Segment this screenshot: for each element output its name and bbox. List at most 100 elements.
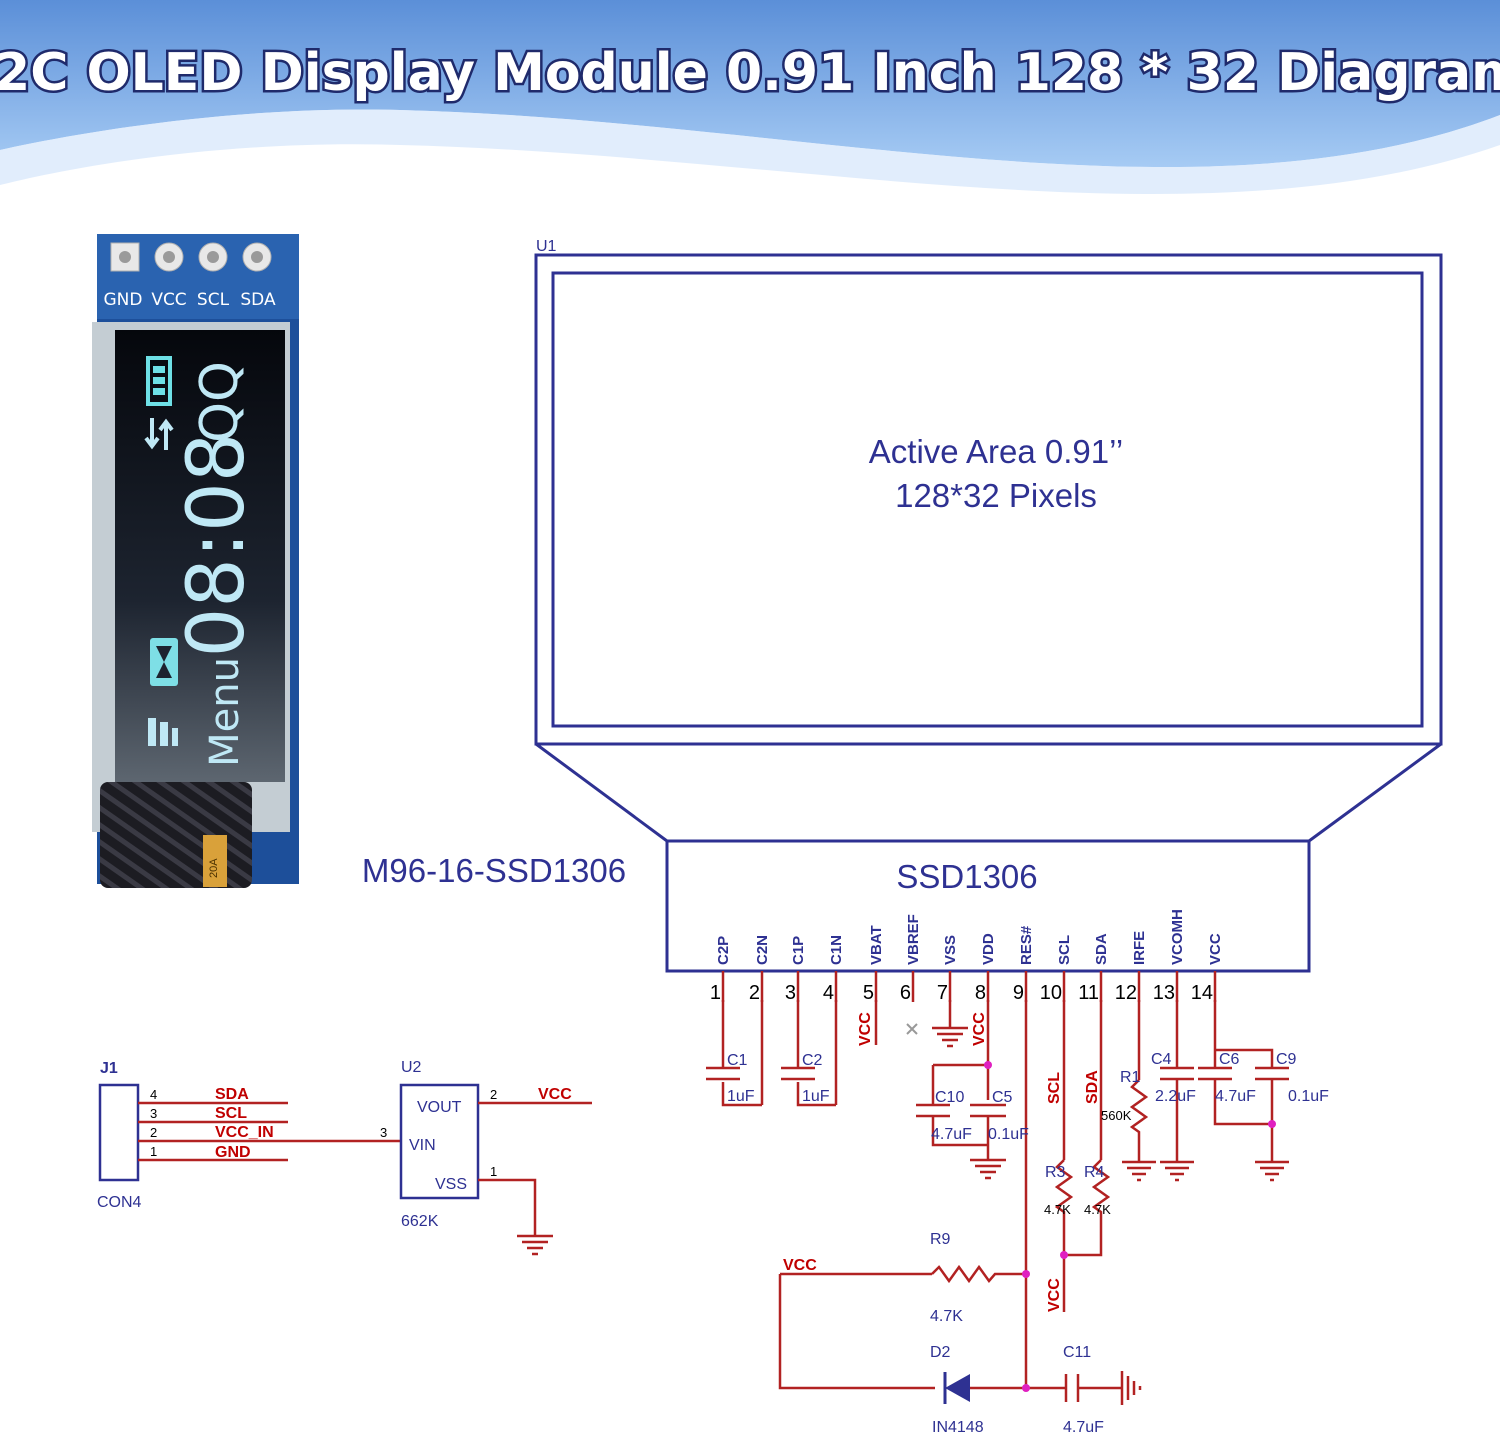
- r4-ref: R4: [1084, 1164, 1105, 1181]
- c6-value: 4.7uF: [1215, 1088, 1256, 1105]
- u1-pin-number: 8: [975, 982, 986, 1004]
- c2-value: 1uF: [802, 1088, 830, 1105]
- c4-value: 2.2uF: [1155, 1088, 1196, 1105]
- u1-pin-number: 5: [863, 982, 874, 1004]
- oled-transfer-icon: [144, 418, 174, 450]
- banner: I2C OLED Display Module 0.91 Inch 128 * …: [0, 0, 1500, 194]
- d2-ref: D2: [930, 1344, 951, 1361]
- u2-ref: U2: [401, 1059, 422, 1076]
- u1-pin-label: SDA: [1093, 933, 1110, 965]
- u2-vout-label: VOUT: [417, 1099, 462, 1116]
- u2-part: 662K: [401, 1213, 439, 1230]
- r9-value: 4.7K: [930, 1308, 963, 1325]
- oled-screen: [115, 330, 285, 782]
- u1-pin-number: 4: [823, 982, 834, 1004]
- u1-pin-label: C1N: [828, 935, 845, 965]
- oled-hourglass-icon: [150, 638, 178, 686]
- u1-pin-label: C2N: [754, 935, 771, 965]
- u1-pins: C2P1C2N2C1P3C1N4VBAT5VBREF6VSS7VDD8RES#9…: [710, 909, 1224, 1004]
- u1-pin-number: 6: [900, 982, 911, 1004]
- u1-pin-number: 13: [1153, 982, 1175, 1004]
- c5-ref: C5: [992, 1089, 1013, 1106]
- u1-pin-label: VSS: [942, 935, 959, 965]
- u1-pin-number: 2: [749, 982, 760, 1004]
- active-area-line2: 128*32 Pixels: [895, 477, 1097, 514]
- flex-cable: [100, 782, 252, 888]
- c1-value: 1uF: [727, 1088, 755, 1105]
- no-connect-mark: [906, 1023, 918, 1035]
- flex-connector: [203, 835, 227, 887]
- u1-pin-label: C2P: [715, 936, 732, 965]
- u1-pin-number: 10: [1040, 982, 1062, 1004]
- header-label-vcc: VCC: [151, 290, 186, 310]
- u1-pin-number: 3: [785, 982, 796, 1004]
- page-title: I2C OLED Display Module 0.91 Inch 128 * …: [0, 43, 1500, 103]
- u1-pin-label: VCOMH: [1169, 909, 1186, 965]
- u1-pin-label: IRFE: [1131, 931, 1148, 965]
- u1-pin-label: VBREF: [905, 914, 922, 965]
- u1-pin-label: VBAT: [868, 925, 885, 965]
- net-vcc-reset: VCC: [783, 1257, 817, 1274]
- u2-vin-label: VIN: [409, 1137, 436, 1154]
- header-label-scl: SCL: [197, 290, 230, 310]
- diode-d2-symbol: [943, 1372, 970, 1404]
- module-model-label: M96-16-SSD1306: [362, 852, 626, 889]
- u2-pin-vout: 2: [490, 1087, 497, 1102]
- j1-net-gnd: GND: [215, 1144, 251, 1161]
- u2-pin-vin: 3: [380, 1125, 387, 1140]
- u1-pin-number: 12: [1115, 982, 1137, 1004]
- r4-value: 4.7K: [1084, 1202, 1111, 1217]
- u1-pin-label: C1P: [790, 936, 807, 965]
- u2-pin-vss: 1: [490, 1164, 497, 1179]
- j1-pin3-num: 3: [150, 1106, 157, 1121]
- j1-net-vcc-in: VCC_IN: [215, 1124, 274, 1141]
- j1-pin2-num: 2: [150, 1125, 157, 1140]
- r3-value: 4.7K: [1044, 1202, 1071, 1217]
- j1-connector: [98, 1083, 400, 1182]
- j1-pin1-num: 1: [150, 1144, 157, 1159]
- net-vcc-pin5: VCC: [857, 1012, 874, 1046]
- u1-pin-label: SCL: [1056, 935, 1073, 965]
- u2-regulator: [399, 1083, 592, 1256]
- oled-qq-text: QQ: [190, 361, 250, 443]
- header-pads: [110, 242, 272, 272]
- c11-value: 4.7uF: [1063, 1419, 1104, 1436]
- j1-type: CON4: [97, 1194, 142, 1211]
- c5-value: 0.1uF: [988, 1126, 1029, 1143]
- chip-name: SSD1306: [896, 858, 1037, 895]
- c4-ref: C4: [1151, 1051, 1172, 1068]
- u2-out-net: VCC: [538, 1086, 572, 1103]
- u1-pin-number: 9: [1013, 982, 1024, 1004]
- c9-ref: C9: [1276, 1051, 1297, 1068]
- u1-pin-label: VDD: [980, 933, 997, 965]
- c2-ref: C2: [802, 1052, 823, 1069]
- r1-ref: R1: [1120, 1069, 1141, 1086]
- u1-pin-number: 11: [1078, 982, 1099, 1004]
- u2-vss-label: VSS: [435, 1176, 467, 1193]
- u1-pin-label: VCC: [1207, 933, 1224, 965]
- oled-signal-icon: [148, 718, 178, 746]
- flex-label: 20A: [208, 858, 220, 878]
- d2-value: IN4148: [932, 1419, 984, 1436]
- c6-ref: C6: [1219, 1051, 1240, 1068]
- c10-ref: C10: [935, 1089, 964, 1106]
- u1-pin-number: 1: [710, 982, 721, 1004]
- oled-time-text: 08:08: [172, 433, 262, 658]
- c10-value: 4.7uF: [931, 1126, 972, 1143]
- header-label-sda: SDA: [240, 290, 276, 310]
- c9-value: 0.1uF: [1288, 1088, 1329, 1105]
- junction-dots: [984, 1061, 1276, 1392]
- u1-pin-number: 7: [937, 982, 948, 1004]
- oled-battery-icon: [146, 356, 172, 406]
- j1-ref: J1: [100, 1060, 118, 1077]
- j1-net-sda: SDA: [215, 1086, 249, 1103]
- net-scl: SCL: [1046, 1072, 1063, 1104]
- oled-module-photo: GND VCC SCL SDA QQ 08:08 Menu: [92, 234, 299, 888]
- header-label-gnd: GND: [104, 290, 143, 310]
- active-area-line1: Active Area 0.91’’: [869, 433, 1123, 470]
- u1-display-outline: [534, 253, 1443, 973]
- r3-ref: R3: [1045, 1164, 1066, 1181]
- net-sda: SDA: [1084, 1070, 1101, 1104]
- c1-ref: C1: [727, 1052, 748, 1069]
